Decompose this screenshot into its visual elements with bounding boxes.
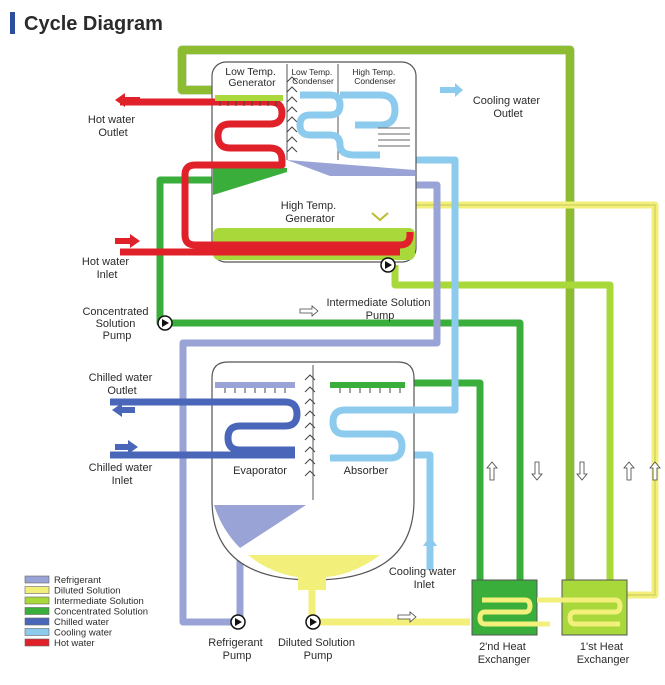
intermediate-solution-pump-label: Intermediate Solution Pump xyxy=(326,297,433,322)
absorber-cooling-coil xyxy=(329,406,455,462)
flow-arrow-outer-right xyxy=(649,461,661,481)
chilled-water-inlet-arrow xyxy=(115,440,138,454)
legend-swatch-chilled xyxy=(24,617,50,626)
high-temp-generator-label: High Temp. Generator xyxy=(281,200,340,225)
chilled-water-outlet-arrow xyxy=(112,403,135,417)
diluted-pipe-from-pump xyxy=(308,590,470,626)
flow-arrow-concentrated xyxy=(299,305,319,317)
intermediate-pipe-to-he1 xyxy=(391,265,614,585)
first-heat-exchanger-label: 1'st Heat Exchanger xyxy=(577,641,630,666)
intermediate-pipe-top-loop xyxy=(178,46,574,585)
legend-label-chilled: Chilled water xyxy=(54,617,109,628)
flow-arrow-he2-down xyxy=(531,461,543,481)
legend-label-cooling: Cooling water xyxy=(54,628,112,639)
cooling-water-outlet-arrow xyxy=(440,83,463,97)
low-temp-generator-pool xyxy=(213,168,287,195)
legend-swatch-diluted xyxy=(24,586,50,594)
absorber-label: Absorber xyxy=(344,465,389,477)
evaporator-label: Evaporator xyxy=(233,465,287,477)
legend-swatch-hot xyxy=(24,638,50,647)
low-temp-condenser-label: Low Temp. Condenser xyxy=(291,67,334,86)
refrigerant-pump-label: Refrigerant Pump xyxy=(208,637,265,662)
hot-water-outlet-arrow xyxy=(115,93,140,107)
lower-eliminator xyxy=(304,374,316,477)
title-bar xyxy=(10,12,15,34)
hot-water-coil xyxy=(120,98,414,249)
legend-label-intermediate: Intermediate Solution xyxy=(54,596,144,607)
diluted-solution-pump-label: Diluted Solution Pump xyxy=(278,637,358,662)
intermediate-solution-pump-icon xyxy=(380,257,396,273)
low-temp-generator-label: Low Temp. Generator xyxy=(225,66,279,89)
high-temp-condenser-label: High Temp. Condenser xyxy=(352,67,397,86)
legend-swatch-cooling xyxy=(24,628,50,636)
hot-water-inlet-label: Hot water Inlet xyxy=(82,256,132,281)
second-heat-exchanger-label: 2'nd Heat Exchanger xyxy=(478,641,531,666)
evaporator-spray xyxy=(215,382,295,388)
hot-water-outlet-label: Hot water Outlet xyxy=(88,114,138,139)
legend-label-concentrated: Concentrated Solution xyxy=(54,607,148,618)
second-heat-exchanger xyxy=(471,579,538,636)
page-title: Cycle Diagram xyxy=(24,13,163,35)
evaporator-refrigerant-pool xyxy=(214,505,306,548)
first-heat-exchanger xyxy=(561,579,628,636)
cooling-water-outlet-label: Cooling water Outlet xyxy=(473,95,543,120)
absorber-spray xyxy=(330,382,405,388)
legend-swatch-intermediate xyxy=(24,596,50,605)
refrigerant-pump-icon xyxy=(230,614,246,630)
low-temp-generator-spray xyxy=(215,95,283,101)
legend-label-diluted: Diluted Solution xyxy=(54,586,121,597)
diluted-solution-pump-icon xyxy=(305,614,321,630)
flow-arrow-he2-up xyxy=(486,461,498,481)
high-temp-generator-nozzle xyxy=(371,212,389,222)
condenser-refrigerant-pool xyxy=(287,160,415,176)
chilled-water-inlet-label: Chilled water Inlet xyxy=(89,462,156,487)
chilled-water-outlet-label: Chilled water Outlet xyxy=(89,372,156,397)
upper-eliminator xyxy=(286,76,298,153)
concentrated-solution-pump-label: Concentrated Solution Pump xyxy=(82,306,151,342)
absorber-diluted-pool xyxy=(248,555,380,578)
flow-arrow-diluted xyxy=(397,611,417,623)
legend-label-refrigerant: Refrigerant xyxy=(54,575,101,586)
chilled-water-coil xyxy=(110,398,301,454)
flow-arrow-he1-down xyxy=(576,461,588,481)
legend-swatch-refrigerant xyxy=(24,575,50,584)
cooling-water-inlet-label: Cooling water Inlet xyxy=(389,566,459,591)
legend-label-hot: Hot water xyxy=(54,638,95,649)
condenser-cooling-coil xyxy=(296,91,380,159)
cooling-water-inlet-arrow xyxy=(423,536,437,560)
concentrated-solution-pump-icon xyxy=(157,315,173,331)
flow-arrow-he1-up xyxy=(623,461,635,481)
legend-swatch-concentrated xyxy=(24,607,50,615)
hot-water-inlet-arrow xyxy=(115,234,140,248)
